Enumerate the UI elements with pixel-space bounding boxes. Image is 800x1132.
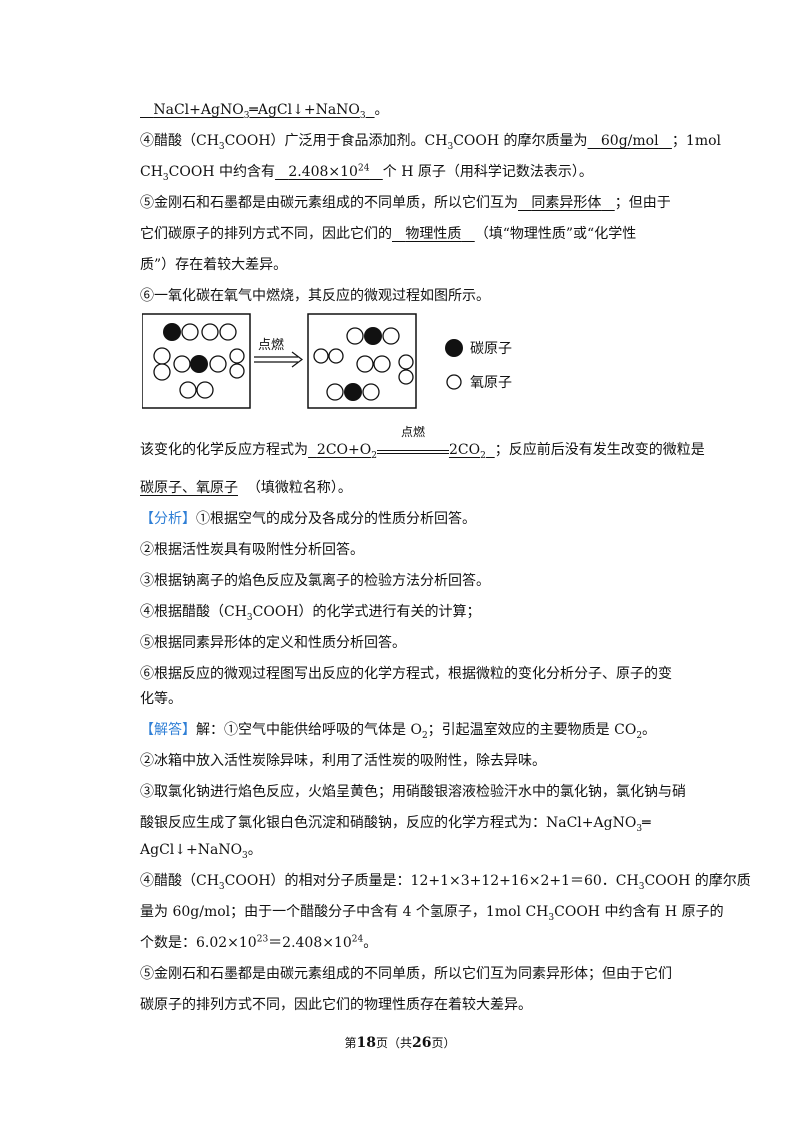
analysis-line-7: 化等。: [140, 691, 182, 707]
oxygen-atom: [219, 323, 237, 341]
legend-oxygen-label: 氧原子: [470, 375, 512, 391]
oxygen-atom: [398, 354, 414, 370]
analysis-line-4: ④根据醋酸（CH3COOH）的化学式进行有关的计算；: [140, 604, 481, 623]
analysis-line-6: ⑥根据反应的微观过程图写出反应的化学方程式，根据微粒的变化分析分子、原子的变: [140, 666, 672, 682]
solution-line-4: 酸银反应生成了氯化银白色沉淀和硝酸钠，反应的化学方程式为：NaCl+AgNO3═: [140, 815, 651, 834]
answer-equation: NaCl+AgNO3═AgCl↓+NaNO3: [153, 102, 366, 121]
oxygen-atom: [173, 355, 191, 373]
oxygen-atom: [209, 355, 227, 373]
legend: 碳原子 氧原子: [445, 339, 512, 391]
legend-carbon-icon: [445, 339, 463, 357]
line-5: 它们碳原子的排列方式不同，因此它们的 物理性质 （填“物理性质”或“化学性: [140, 226, 637, 242]
oxygen-atom: [179, 381, 197, 399]
oxygen-atom: [373, 355, 391, 373]
reactant-box: [142, 313, 251, 409]
analysis-line-2: ②根据活性炭具有吸附性分析回答。: [140, 542, 364, 558]
oxygen-atom: [346, 327, 364, 345]
carbon-atom: [344, 383, 362, 401]
oxygen-atom: [153, 363, 171, 381]
reaction-arrow: 点燃: [254, 337, 303, 368]
oxygen-atom: [181, 323, 199, 341]
equation-condition-arrow: 点燃: [376, 426, 449, 454]
analysis-line-3: ③根据钠离子的焰色反应及氯离子的检验方法分析回答。: [140, 573, 490, 589]
line-6: 质”）存在着较大差异。: [140, 257, 288, 273]
solution-line-3: ③取氯化钠进行焰色反应，火焰呈黄色；用硝酸银溶液检验汗水中的氯化钠，氯化钠与硝: [140, 784, 686, 800]
oxygen-atom: [313, 348, 329, 364]
solution-line-6: ④醋酸（CH3COOH）的相对分子质量是：12+1×3+12+16×2+1＝60…: [140, 873, 751, 892]
analysis-line-5: ⑤根据同素异形体的定义和性质分析回答。: [140, 635, 406, 651]
oxygen-atom: [398, 369, 414, 385]
line-1: NaCl+AgNO3═AgCl↓+NaNO3 。: [140, 100, 700, 120]
solution-line-10: 碳原子的排列方式不同，因此它们的物理性质存在着较大差异。: [140, 997, 532, 1013]
answer-physical: 物理性质: [405, 226, 462, 242]
oxygen-atom: [362, 383, 380, 401]
product-box: [307, 313, 417, 409]
oxygen-atom: [356, 355, 374, 373]
oxygen-atom: [201, 323, 219, 341]
line-7: ⑥一氧化碳在氧气中燃烧，其反应的微观过程如图所示。: [140, 288, 490, 304]
oxygen-atom: [229, 348, 245, 364]
line-9: 碳原子、氧原子 （填微粒名称）。: [140, 480, 352, 496]
arrow-condition-label: 点燃: [258, 337, 284, 353]
total-page-count: 26: [412, 1035, 432, 1051]
legend-oxygen-icon: [446, 374, 462, 390]
carbon-atom: [364, 327, 382, 345]
solution-line-1: 【解答】解：①空气中能供给呼吸的气体是 O2；引起温室效应的主要物质是 CO2。: [140, 722, 657, 741]
solution-tag: 【解答】: [140, 722, 196, 738]
oxygen-atom: [153, 347, 171, 365]
solution-line-5: AgCl↓+NaNO3。: [140, 842, 262, 861]
solution-line-2: ②冰箱中放入活性炭除异味，利用了活性炭的吸附性，除去异味。: [140, 753, 546, 769]
oxygen-atom: [326, 383, 344, 401]
oxygen-atom: [229, 363, 245, 379]
answer-molar-mass: 60g/mol: [600, 133, 659, 149]
line-2: ④醋酸（CH3COOH）广泛用于食品添加剂。CH3COOH 的摩尔质量为 60g…: [140, 133, 722, 152]
page-footer: 第18页（共26页）: [344, 1035, 456, 1051]
oxygen-atom: [328, 348, 344, 364]
carbon-atom: [163, 323, 181, 341]
reaction-diagram: 点燃 碳原子: [142, 313, 512, 409]
solution-line-8: 个数是：6.02×1023＝2.408×1024。: [140, 934, 378, 951]
analysis-line-1: 【分析】①根据空气的成分及各成分的性质分析回答。: [140, 511, 476, 527]
line-3: CH3COOH 中约含有 2.408×1024 个 H 原子（用科学记数法表示）…: [140, 163, 593, 183]
line-4: ⑤金刚石和石墨都是由碳元素组成的不同单质，所以它们互为 同素异形体 ；但由于: [140, 195, 671, 211]
analysis-tag: 【分析】: [140, 511, 196, 527]
answer-unchanged-particles: 碳原子、氧原子: [140, 480, 238, 496]
oxygen-atom: [196, 381, 214, 399]
legend-carbon-label: 碳原子: [470, 341, 512, 357]
carbon-atom: [190, 355, 208, 373]
solution-line-9: ⑤金刚石和石墨都是由碳元素组成的不同单质，所以它们互为同素异形体；但由于它们: [140, 966, 672, 982]
solution-line-7: 量为 60g/mol；由于一个醋酸分子中含有 4 个氢原子，1mol CH3CO…: [140, 904, 724, 923]
answer-allotrope: 同素异形体: [531, 195, 602, 211]
oxygen-atom: [382, 327, 400, 345]
current-page-number: 18: [356, 1035, 376, 1051]
answer-h-atoms: 2.408×1024: [288, 163, 370, 180]
